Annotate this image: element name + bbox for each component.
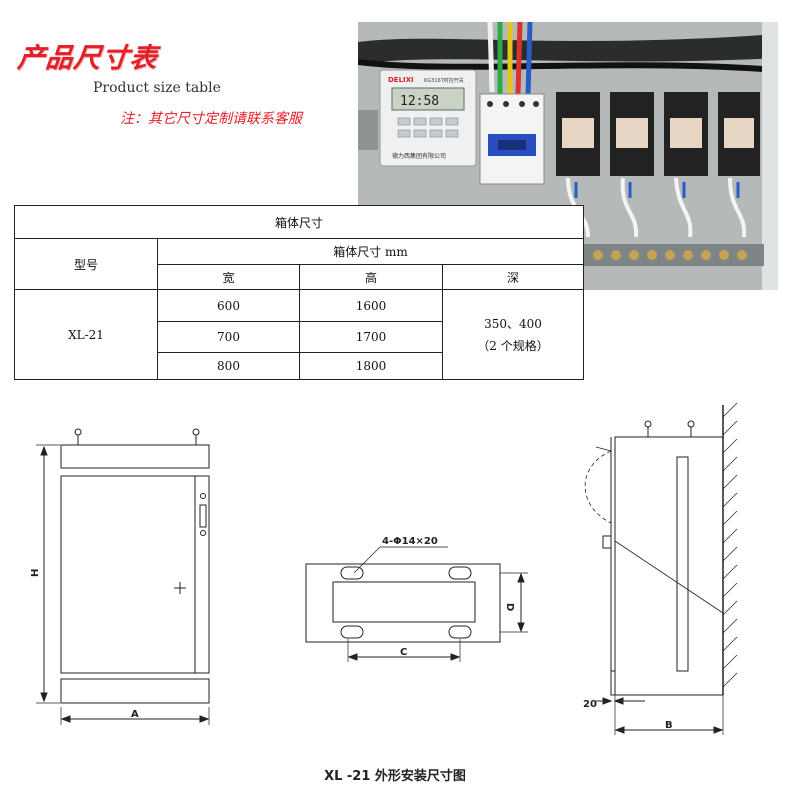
label-d: D [504, 603, 515, 611]
label-20: 20 [583, 699, 597, 710]
custom-size-note: 注：其它尺寸定制请联系客服 [120, 111, 302, 127]
clock-display: 12:58 [400, 94, 439, 109]
cell-height: 1800 [299, 352, 443, 380]
header-size-group: 箱体尺寸 mm [157, 238, 584, 265]
header-width: 宽 [157, 264, 300, 290]
cell-depth: 350、400 （2 个规格） [442, 289, 584, 380]
product-photo: DELIXI KG316T时控开关 12:58 德力西集团有限公司 [358, 22, 778, 290]
table-caption: 箱体尺寸 [14, 205, 584, 239]
label-holes: 4-Φ14×20 [382, 536, 438, 547]
device-footer: 德力西集团有限公司 [392, 152, 446, 160]
drawing-caption: XL -21 外形安装尺寸图 [324, 769, 466, 784]
mounting-holes [340, 566, 472, 639]
cell-width: 600 [157, 289, 300, 322]
label-a: A [131, 709, 139, 720]
front-view [36, 428, 210, 725]
table-row: XL-21 600 1600 350、400 （2 个规格） [14, 289, 584, 380]
cell-width: 700 [157, 321, 300, 353]
page-subtitle: Product size table [93, 80, 221, 96]
device-brand: DELIXI [388, 76, 414, 84]
installation-drawings: H A 4-Φ14×20 C D 20 B [30, 402, 738, 735]
timer-device [379, 69, 477, 167]
depth-value: 350、400 [484, 316, 542, 331]
side-view [584, 402, 738, 735]
label-b: B [665, 720, 673, 731]
cell-height: 1700 [299, 321, 443, 353]
device-label: KG316T时控开关 [424, 77, 464, 84]
label-h: H [30, 569, 41, 577]
label-c: C [400, 647, 407, 658]
table-row: 700 1700 [15, 321, 584, 353]
header-height: 高 [299, 264, 443, 290]
size-table: 箱体尺寸 型号 箱体尺寸 mm 宽 高 深 XL-21 600 1600 350… [14, 205, 584, 380]
table-row: 800 1800 [15, 352, 584, 380]
cell-model: XL-21 [14, 289, 158, 380]
base-plan [305, 546, 528, 662]
depth-note: （2 个规格） [477, 338, 549, 353]
cell-height: 1600 [299, 289, 443, 322]
cell-width: 800 [157, 352, 300, 380]
header-depth: 深 [442, 264, 584, 290]
page-title: 产品尺寸表 [16, 43, 160, 74]
relay-bank [556, 92, 760, 176]
header-model: 型号 [14, 238, 158, 290]
